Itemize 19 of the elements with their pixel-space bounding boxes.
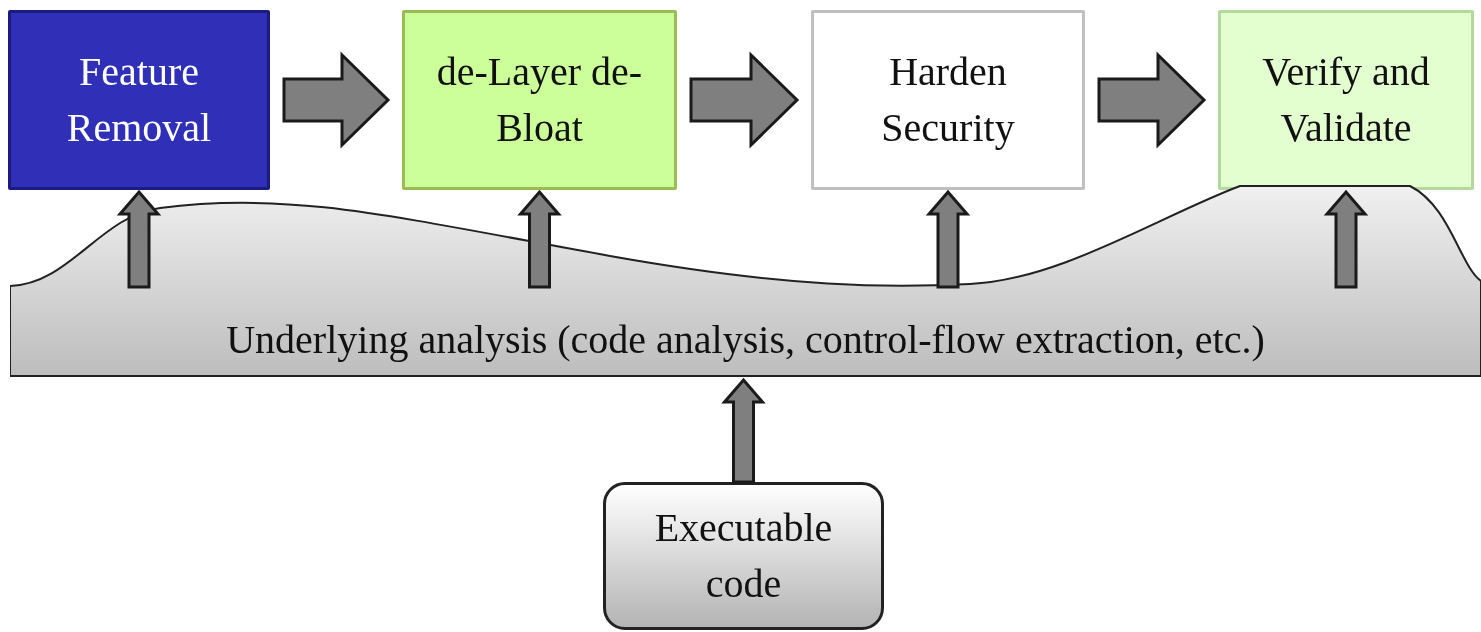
process-box (1218, 10, 1474, 190)
block-arrow (116, 189, 162, 289)
process-box (402, 10, 677, 190)
input-box (603, 482, 884, 630)
box-label: Executable code (653, 504, 834, 608)
block-arrow (1323, 189, 1369, 289)
band-label: Underlying analysis (code analysis, control-flow extraction, etc.) (225, 316, 1266, 364)
block-arrow (925, 189, 971, 289)
block-arrow (282, 51, 391, 149)
process-box (811, 10, 1085, 190)
block-arrow (689, 51, 800, 149)
box-label: Verify and Validate (1261, 48, 1431, 152)
block-arrow (721, 377, 766, 484)
box-label: de-Layer de-Bloat (435, 48, 644, 152)
box-label: Harden Security (880, 48, 1016, 152)
block-arrow (1097, 51, 1207, 149)
block-arrow (517, 189, 562, 289)
box-label: Feature Removal (65, 48, 213, 152)
process-box (8, 10, 270, 190)
